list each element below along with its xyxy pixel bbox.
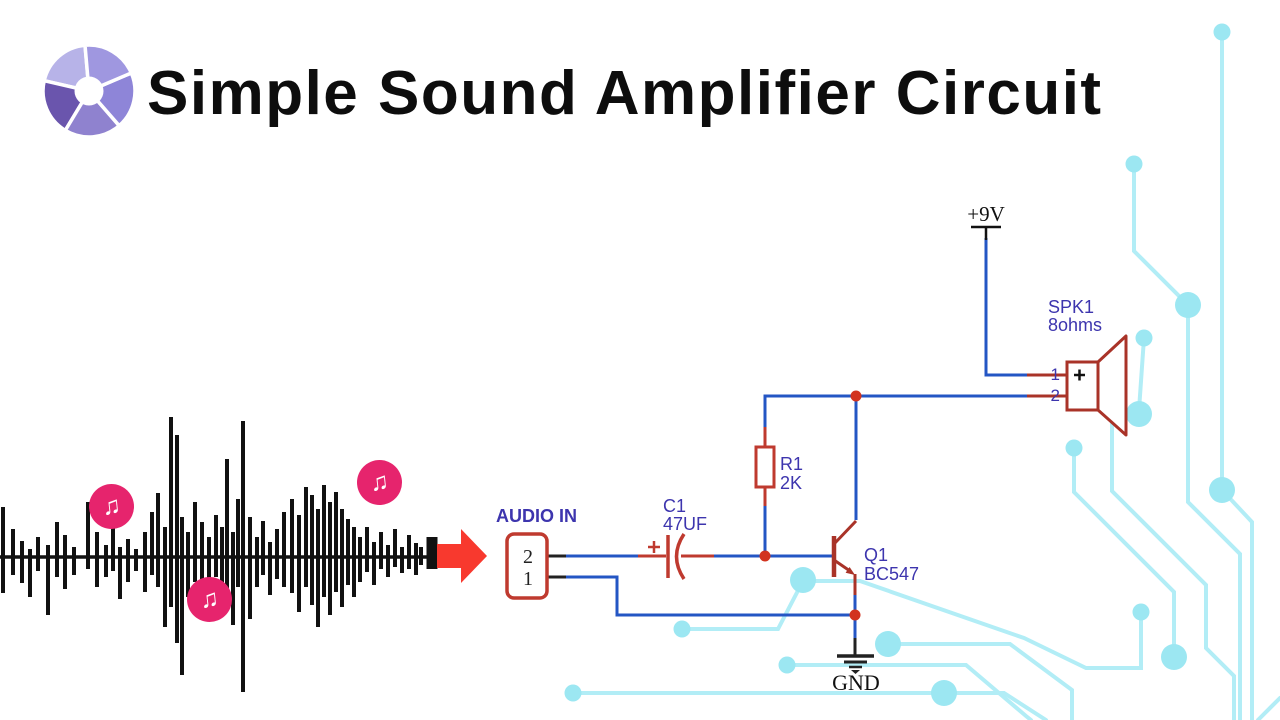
audio-in-pin1-number: 1 (523, 568, 533, 590)
page-title: Simple Sound Amplifier Circuit (147, 59, 1103, 128)
capacitor-curved-plate (674, 533, 686, 580)
pcb-trace-line (571, 691, 1048, 720)
pcb-trace-pad (1126, 401, 1152, 427)
pcb-trace-pad (1135, 329, 1153, 347)
circuit-wires (566, 238, 1027, 640)
capacitor-ref: C1 (663, 496, 686, 516)
music-note-badge: ♫ (89, 484, 134, 529)
capacitor-c1: C1 47UF (638, 496, 714, 580)
pcb-trace-line (680, 579, 1143, 670)
pcb-trace-pad (673, 620, 691, 638)
audio-in-label: AUDIO IN (496, 506, 577, 526)
brand-logo (41, 43, 137, 139)
resistor-ref: R1 (780, 454, 803, 474)
pcb-trace-pad (1065, 439, 1083, 457)
waveform-bars (1, 417, 423, 692)
flow-arrow-icon (437, 529, 487, 583)
speaker-pin1-number: 1 (1051, 365, 1060, 384)
transistor-ref: Q1 (864, 545, 888, 565)
pcb-trace-line (785, 663, 1033, 720)
junction-dots (759, 390, 862, 621)
pcb-trace-pad (1209, 477, 1235, 503)
resistor-body (754, 445, 776, 489)
speaker-value: 8ohms (1048, 315, 1102, 335)
connector-body (505, 532, 549, 600)
pcb-trace-line (1132, 162, 1242, 720)
pcb-trace-line (1256, 696, 1280, 720)
pcb-trace-pad (1132, 603, 1150, 621)
transistor-q1: Q1 BC547 (831, 519, 919, 595)
transistor-emitter (833, 558, 851, 573)
junction-dot (850, 390, 862, 402)
pcb-trace-pad (1175, 292, 1201, 318)
pcb-trace-pad (1161, 644, 1187, 670)
speaker-spk1: 1 2 SPK1 8ohms (1027, 297, 1128, 437)
transistor-emitter-arrow (845, 567, 855, 575)
ground-label: GND (832, 670, 880, 695)
capacitor-polarity-plus (648, 541, 660, 553)
capacitor-value: 47UF (663, 514, 707, 534)
pcb-trace-line (1110, 360, 1236, 720)
pcb-trace-pad (931, 680, 957, 706)
pcb-trace-pad (564, 684, 582, 702)
junction-dot (759, 550, 771, 562)
pcb-trace-line (1220, 30, 1254, 720)
speaker-polarity-plus (1074, 369, 1085, 381)
ground-symbol: GND (832, 638, 880, 695)
pcb-trace-pad (790, 567, 816, 593)
music-note-badge: ♫ (187, 577, 232, 622)
pcb-trace-line (1137, 336, 1146, 412)
resistor-value: 2K (780, 473, 802, 493)
speaker-ref: SPK1 (1048, 297, 1094, 317)
junction-dot (849, 609, 861, 621)
pcb-trace-line (1072, 446, 1176, 654)
pcb-trace-line (886, 642, 1074, 720)
speaker-body (1065, 360, 1100, 412)
logo-wedge (63, 89, 121, 139)
speaker-pin2-number: 2 (1051, 386, 1060, 405)
pcb-trace-pad (875, 631, 901, 657)
speaker-horn (1096, 334, 1128, 437)
pcb-trace-pad (1213, 23, 1231, 41)
audio-in-pin2-number: 2 (523, 546, 533, 568)
power-label: +9V (967, 202, 1005, 226)
pcb-trace-pad (778, 656, 796, 674)
transistor-value: BC547 (864, 564, 919, 584)
waveform-end-block (426, 537, 438, 569)
logo-center-hole (74, 76, 104, 106)
power-rail: +9V (967, 202, 1005, 240)
audio-in-connector: 2 1 AUDIO IN (496, 506, 577, 600)
transistor-collector (832, 519, 858, 546)
logo-wedge (42, 43, 91, 93)
pcb-trace-pad (1125, 155, 1143, 173)
resistor-r1: R1 2K (754, 427, 803, 506)
music-note-badge: ♫ (357, 460, 402, 505)
